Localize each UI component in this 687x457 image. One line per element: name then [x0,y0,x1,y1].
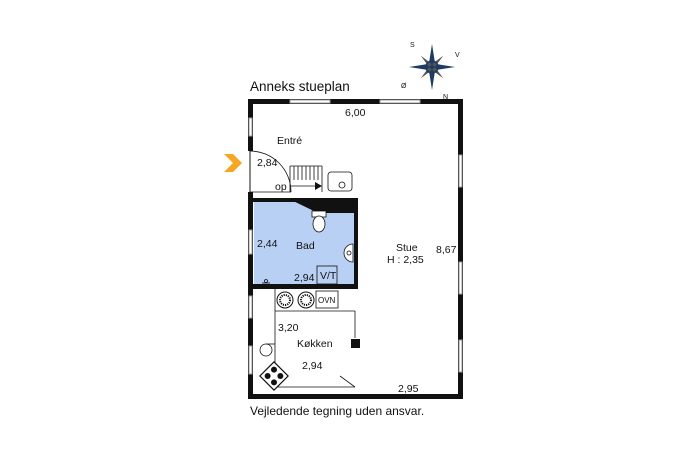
bathroom-fill [254,202,357,286]
shower-icon [262,279,270,284]
room-label-entre: Entré [277,135,303,147]
washer-dryer-box [316,265,338,285]
dimension-bad-width: 2,94 [294,272,315,284]
toilet-icon [311,210,327,233]
stove-icon [259,361,289,391]
room-label-bad: Bad [296,240,315,252]
disclaimer: Vejledende tegning uden ansvar. [250,404,425,418]
chimney-block [351,339,360,348]
compass-rose-icon [409,44,455,90]
stairs [289,165,323,192]
compass-label-east: Ø [401,83,407,90]
windows [248,99,463,375]
stairs-direction-icon [315,182,322,190]
compass-label-west: V [455,52,460,59]
dimension-bottom: 2,95 [398,383,419,395]
oven-box [315,290,339,309]
dimension-right-length: 8,67 [436,244,457,256]
entrance-arrow-icon [224,154,242,172]
hob-burner-icon [276,291,315,309]
room-label-stue: Stue [396,242,418,254]
dimension-kokken-width: 2,94 [302,360,323,372]
compass-label-north: N [443,94,449,101]
compass-label-south: S [410,42,415,49]
kitchen-sink-icon [259,343,275,357]
dimension-entre: 2,84 [257,157,278,169]
stairs-label: op [275,181,287,193]
room-label-kokken: Køkken [297,338,333,350]
washer-dryer-label: V/T [320,270,337,282]
bathroom-sink-icon [343,243,354,263]
room-label-stue-height: H : 2,35 [387,254,424,266]
oven-label: OVN [318,296,336,305]
dimension-top-width: 6,00 [345,107,366,119]
bathroom-walls [248,198,358,289]
dimension-bad-height: 2,44 [257,238,278,250]
dimension-kokken-height: 3,20 [278,322,299,334]
plan-title: Anneks stueplan [250,79,350,94]
entre-sink [327,171,353,192]
